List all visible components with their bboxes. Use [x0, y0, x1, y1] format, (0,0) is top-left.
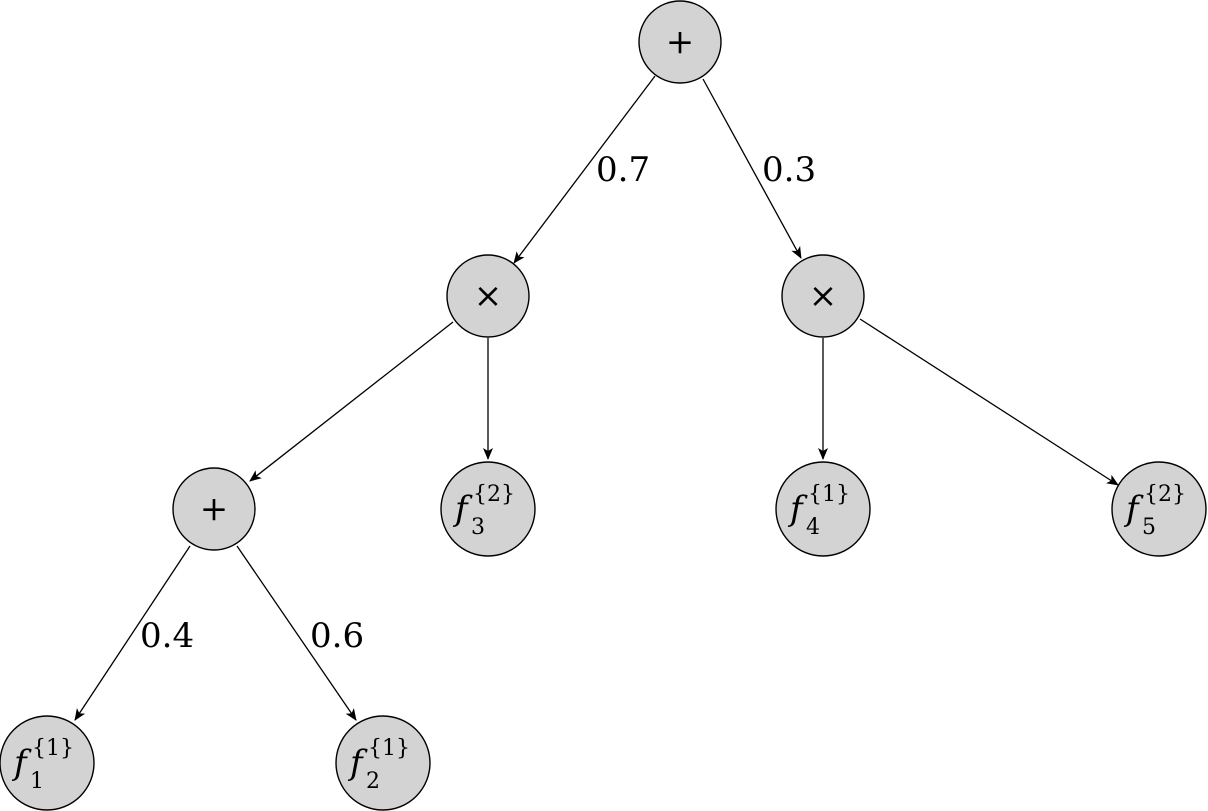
leaf-f4: f {1} 4	[775, 461, 871, 557]
node-sum-left: +	[172, 467, 256, 551]
leaf-superscript: {2}	[473, 482, 515, 507]
edge-sum-left-to-f2	[236, 545, 357, 721]
leaf-superscript: {2}	[1144, 482, 1186, 507]
leaf-subscript: 5	[1142, 515, 1156, 540]
edge-root-to-mul-left	[513, 75, 656, 264]
leaf-f3: f {2} 3	[440, 461, 536, 557]
node-product-right: ×	[781, 254, 865, 338]
plus-operator-symbol: +	[200, 489, 229, 529]
weight-root-mul-left: 0.7	[596, 150, 650, 190]
node-root-sum: +	[638, 0, 722, 84]
leaf-subscript: 3	[471, 515, 485, 540]
leaf-f1: f {1} 1	[0, 715, 95, 811]
edge-sum-left-to-f1	[74, 545, 191, 721]
leaf-f5: f {2} 5	[1111, 461, 1207, 557]
edge-weights: 0.7 0.3 0.4 0.6	[140, 150, 816, 656]
edge-mul-left-to-sum-left	[249, 321, 454, 482]
leaf-superscript: {1}	[32, 736, 74, 761]
weight-sum-left-f1: 0.4	[140, 616, 194, 656]
plus-operator-symbol: +	[666, 22, 695, 62]
weight-root-mul-right: 0.3	[762, 150, 816, 190]
leaf-subscript: 4	[806, 515, 820, 540]
times-operator-symbol: ×	[474, 276, 503, 316]
edge-mul-right-to-f5	[859, 318, 1119, 486]
node-product-left: ×	[446, 254, 530, 338]
edge-root-to-mul-right	[702, 78, 802, 259]
leaf-superscript: {1}	[368, 736, 410, 761]
leaf-f2: f {1} 2	[335, 715, 431, 811]
leaf-subscript: 1	[30, 769, 44, 794]
leaf-superscript: {1}	[808, 482, 850, 507]
leaf-subscript: 2	[366, 769, 380, 794]
edges	[74, 75, 1119, 721]
weight-sum-left-f2: 0.6	[310, 616, 364, 656]
times-operator-symbol: ×	[809, 276, 838, 316]
